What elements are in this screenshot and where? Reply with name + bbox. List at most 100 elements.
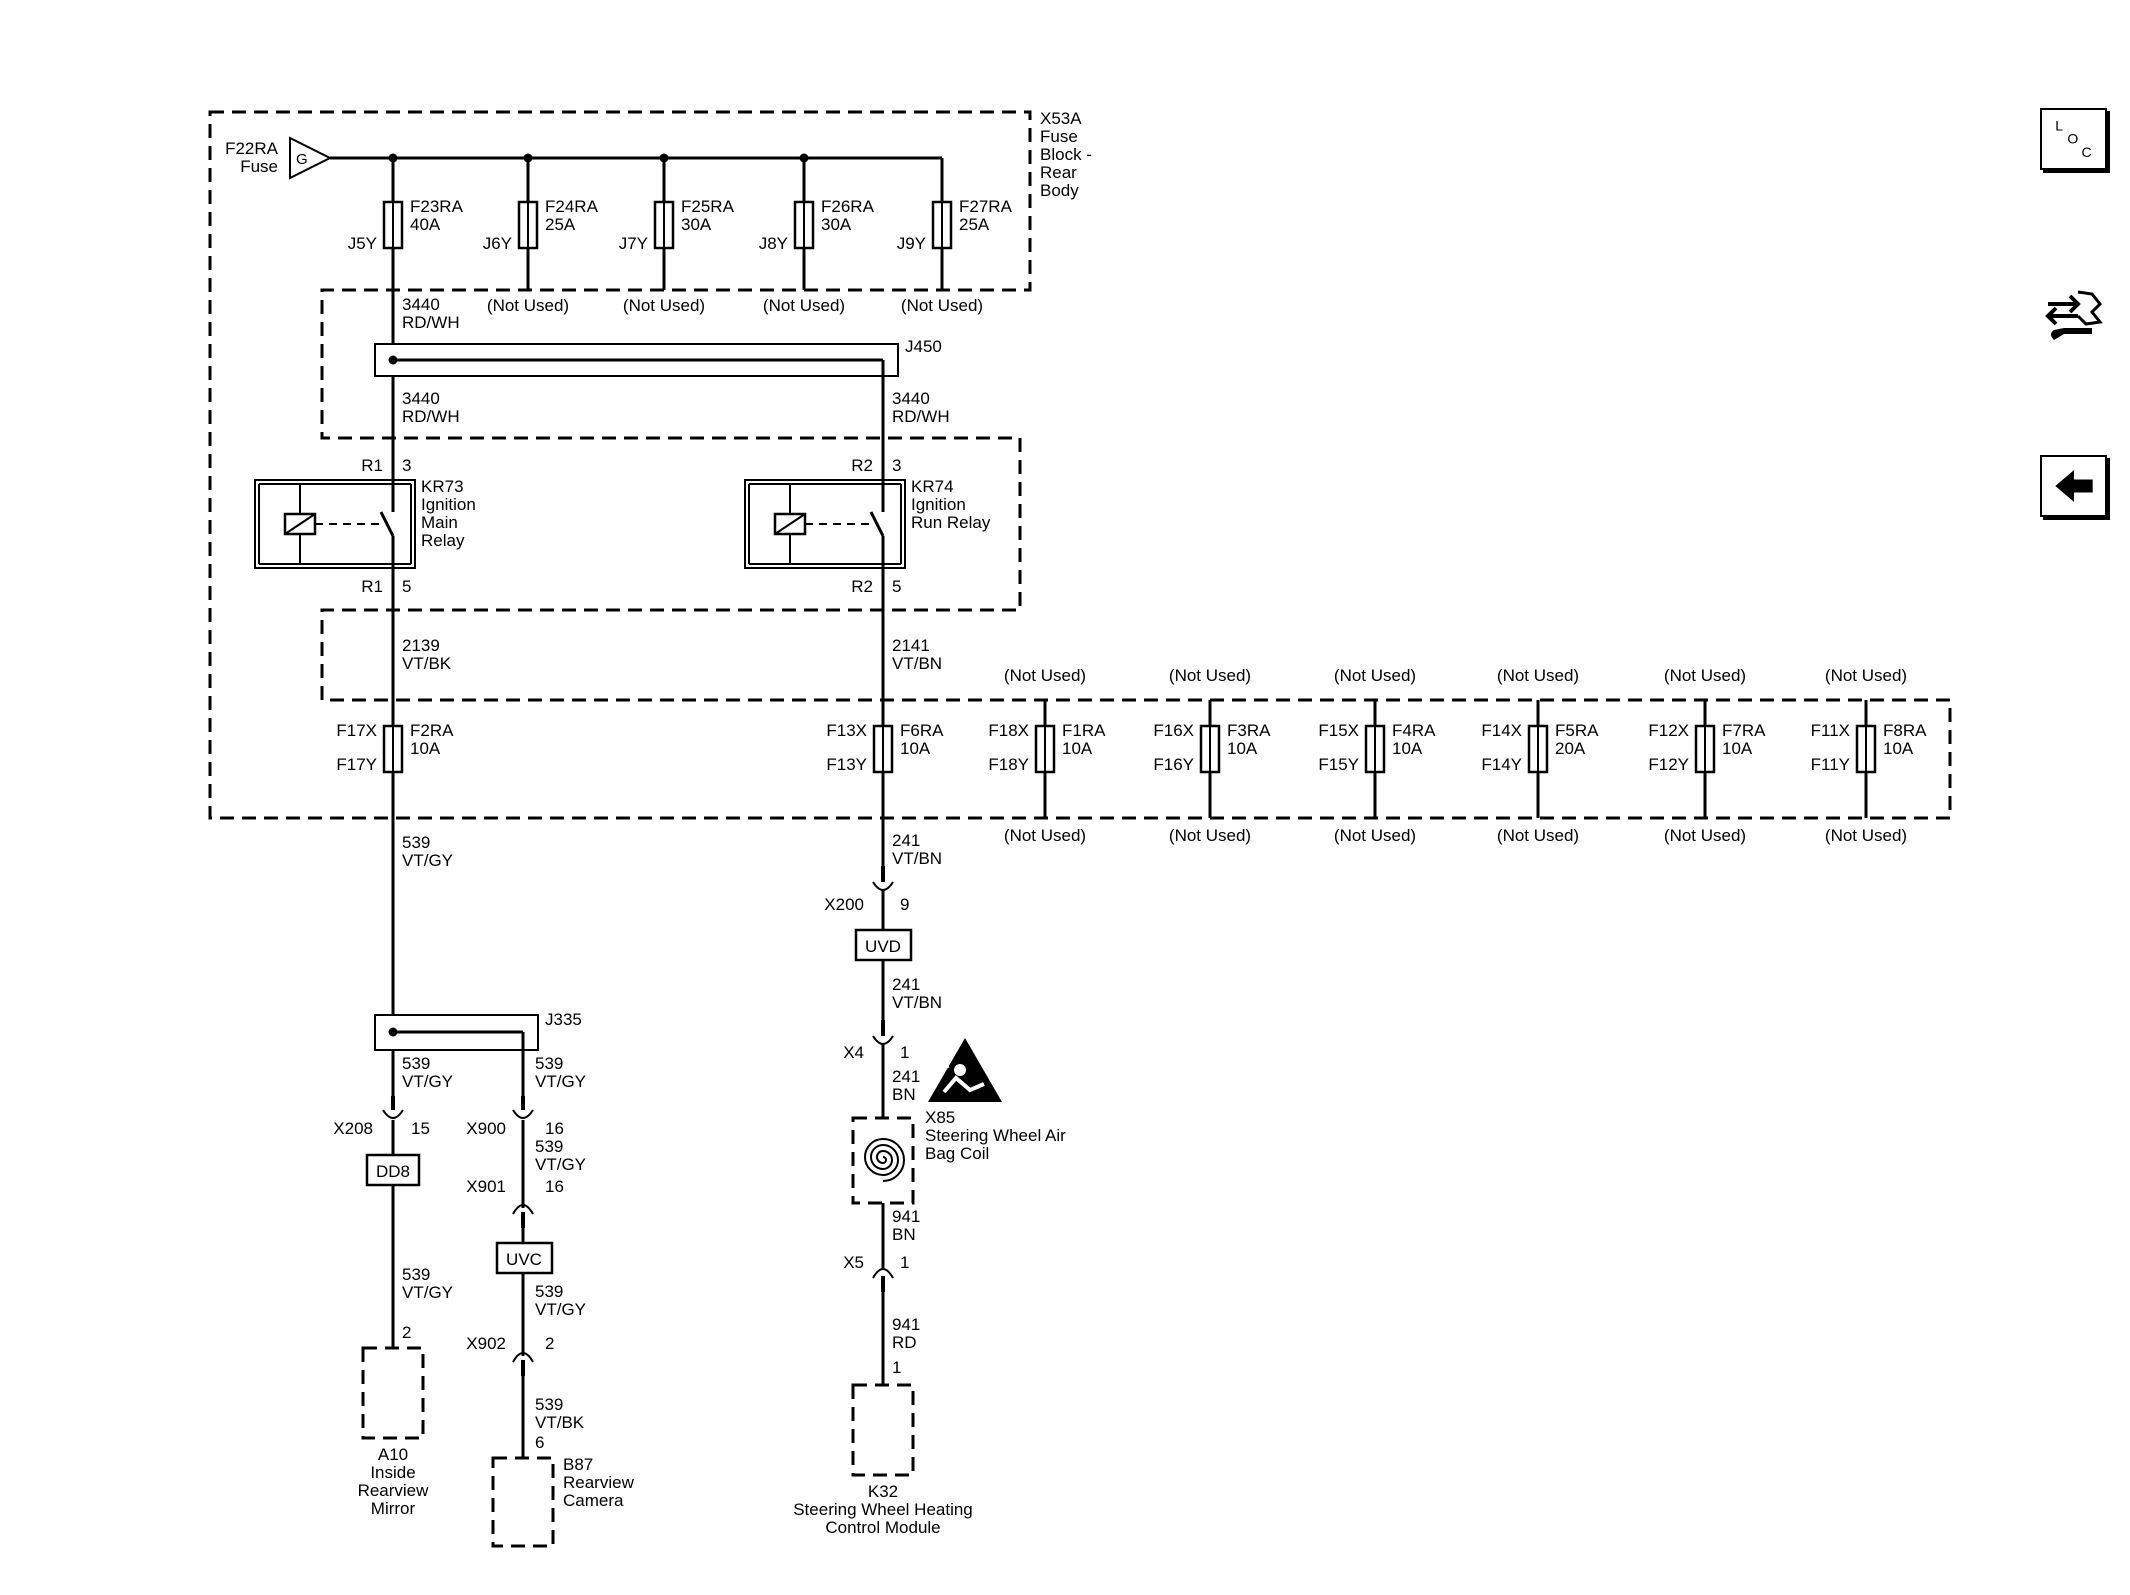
- wire-539-b-color: VT/GY: [402, 1283, 453, 1302]
- component-b87[interactable]: [491, 1456, 555, 1548]
- svg-text:Block -: Block -: [1040, 145, 1092, 164]
- wire-539-e-color: VT/GY: [535, 1300, 586, 1319]
- svg-text:L: L: [2055, 118, 2063, 134]
- fuse-id: F4RA: [1392, 721, 1436, 740]
- inline-uvc: UVC: [495, 1241, 554, 1275]
- back-arrow-icon[interactable]: [2040, 455, 2107, 517]
- splice-j450: J450: [374, 337, 942, 377]
- wire-3440-label-right: 3440: [892, 389, 930, 408]
- k32-pin: 1: [892, 1358, 901, 1377]
- connector-x200[interactable]: X200 9: [824, 866, 909, 914]
- svg-text:A10: A10: [378, 1445, 408, 1464]
- component-x85[interactable]: [851, 1116, 915, 1205]
- wire-539-c-label: 539: [535, 1054, 563, 1073]
- fuse-rating: 25A: [959, 215, 990, 234]
- fuse-terminal-in: F15X: [1318, 721, 1359, 740]
- fuse-terminal-in: F13X: [826, 721, 867, 740]
- wire-3440-label: 3440: [402, 295, 440, 314]
- svg-text:UVC: UVC: [506, 1250, 542, 1269]
- connector-x208[interactable]: X208 15: [333, 1096, 430, 1138]
- connector-x902[interactable]: X902 2: [466, 1334, 554, 1376]
- svg-text:X900: X900: [466, 1119, 506, 1138]
- svg-text:X901: X901: [466, 1177, 506, 1196]
- svg-text:J335: J335: [545, 1010, 582, 1029]
- fuse-block-label: X53A Fuse Block - Rear Body: [1040, 109, 1092, 200]
- svg-text:1: 1: [900, 1253, 909, 1272]
- fuse-id: F6RA: [900, 721, 944, 740]
- svg-text:Rearview: Rearview: [358, 1481, 430, 1500]
- svg-text:X208: X208: [333, 1119, 373, 1138]
- x85-coil-icon: [864, 1137, 905, 1182]
- wire-539-d-label: 539: [535, 1137, 563, 1156]
- fuse-rating: 10A: [410, 739, 441, 758]
- fuse-id: F7RA: [1722, 721, 1766, 740]
- wire-539-e-label: 539: [535, 1282, 563, 1301]
- relay-pin-in: 3: [402, 456, 411, 475]
- fuse-rating: 30A: [681, 215, 712, 234]
- bottom-fuse-group: F2RA10AF17XF17YF6RA10AF13XF13YF1RA10AF18…: [336, 666, 1927, 845]
- wire-539-label: 539: [402, 833, 430, 852]
- wire-539-b-label: 539: [402, 1265, 430, 1284]
- splice-j335: J335: [374, 1010, 582, 1051]
- wire-2141-label: 2141: [892, 636, 930, 655]
- fuse-terminal-in: F17X: [336, 721, 377, 740]
- relay-pin-in: 3: [892, 456, 901, 475]
- connector-x5[interactable]: X5 1: [843, 1253, 909, 1292]
- fuse-rating: 10A: [1883, 739, 1914, 758]
- fuse-status-top: (Not Used): [1334, 666, 1416, 685]
- fuse-status: (Not Used): [487, 296, 569, 315]
- b87-label: B87 Rearview Camera: [563, 1455, 635, 1510]
- fuse-rating: 10A: [1227, 739, 1258, 758]
- svg-text:J450: J450: [905, 337, 942, 356]
- wire-941-bn-label: 941: [892, 1207, 920, 1226]
- fuse-status-bottom: (Not Used): [1664, 826, 1746, 845]
- svg-text:Rear: Rear: [1040, 163, 1077, 182]
- fuse-id: F2RA: [410, 721, 454, 740]
- component-a10[interactable]: [361, 1346, 425, 1440]
- wire-539-a-color: VT/GY: [402, 1072, 453, 1091]
- connector-x900[interactable]: X900 16: [466, 1096, 564, 1138]
- svg-text:X53A: X53A: [1040, 109, 1082, 128]
- relay-connector-out: R1: [361, 577, 383, 596]
- connector-x4[interactable]: X4 1: [843, 1020, 909, 1062]
- fuse-source-f22ra[interactable]: G F22RA Fuse: [225, 136, 333, 180]
- relay-name: Ignition: [421, 495, 476, 514]
- fuse-id: F24RA: [545, 197, 599, 216]
- wire-539-d-color: VT/GY: [535, 1155, 586, 1174]
- fuse-rating: 10A: [1722, 739, 1753, 758]
- wire-241-color: VT/BN: [892, 849, 942, 868]
- svg-text:Rearview: Rearview: [563, 1473, 635, 1492]
- wire-3440-color: RD/WH: [402, 313, 460, 332]
- inline-uvd: UVD: [854, 928, 913, 962]
- svg-text:C: C: [2081, 144, 2091, 160]
- svg-text:UVD: UVD: [865, 937, 901, 956]
- wire-539-color: VT/GY: [402, 851, 453, 870]
- fuse-terminal-in: F12X: [1648, 721, 1689, 740]
- wire-539-bk-color: VT/BK: [535, 1413, 585, 1432]
- component-k32[interactable]: [851, 1383, 915, 1477]
- fuse-status: (Not Used): [623, 296, 705, 315]
- location-icon[interactable]: L O C: [2040, 108, 2107, 170]
- connector-x901[interactable]: X901 16: [466, 1177, 564, 1228]
- wire-241-b-color: VT/BN: [892, 993, 942, 1012]
- connector-repair-icon[interactable]: [2040, 282, 2107, 344]
- svg-text:G: G: [296, 151, 308, 168]
- fuse-rating: 10A: [900, 739, 931, 758]
- svg-text:9: 9: [900, 895, 909, 914]
- fuse-rating: 30A: [821, 215, 852, 234]
